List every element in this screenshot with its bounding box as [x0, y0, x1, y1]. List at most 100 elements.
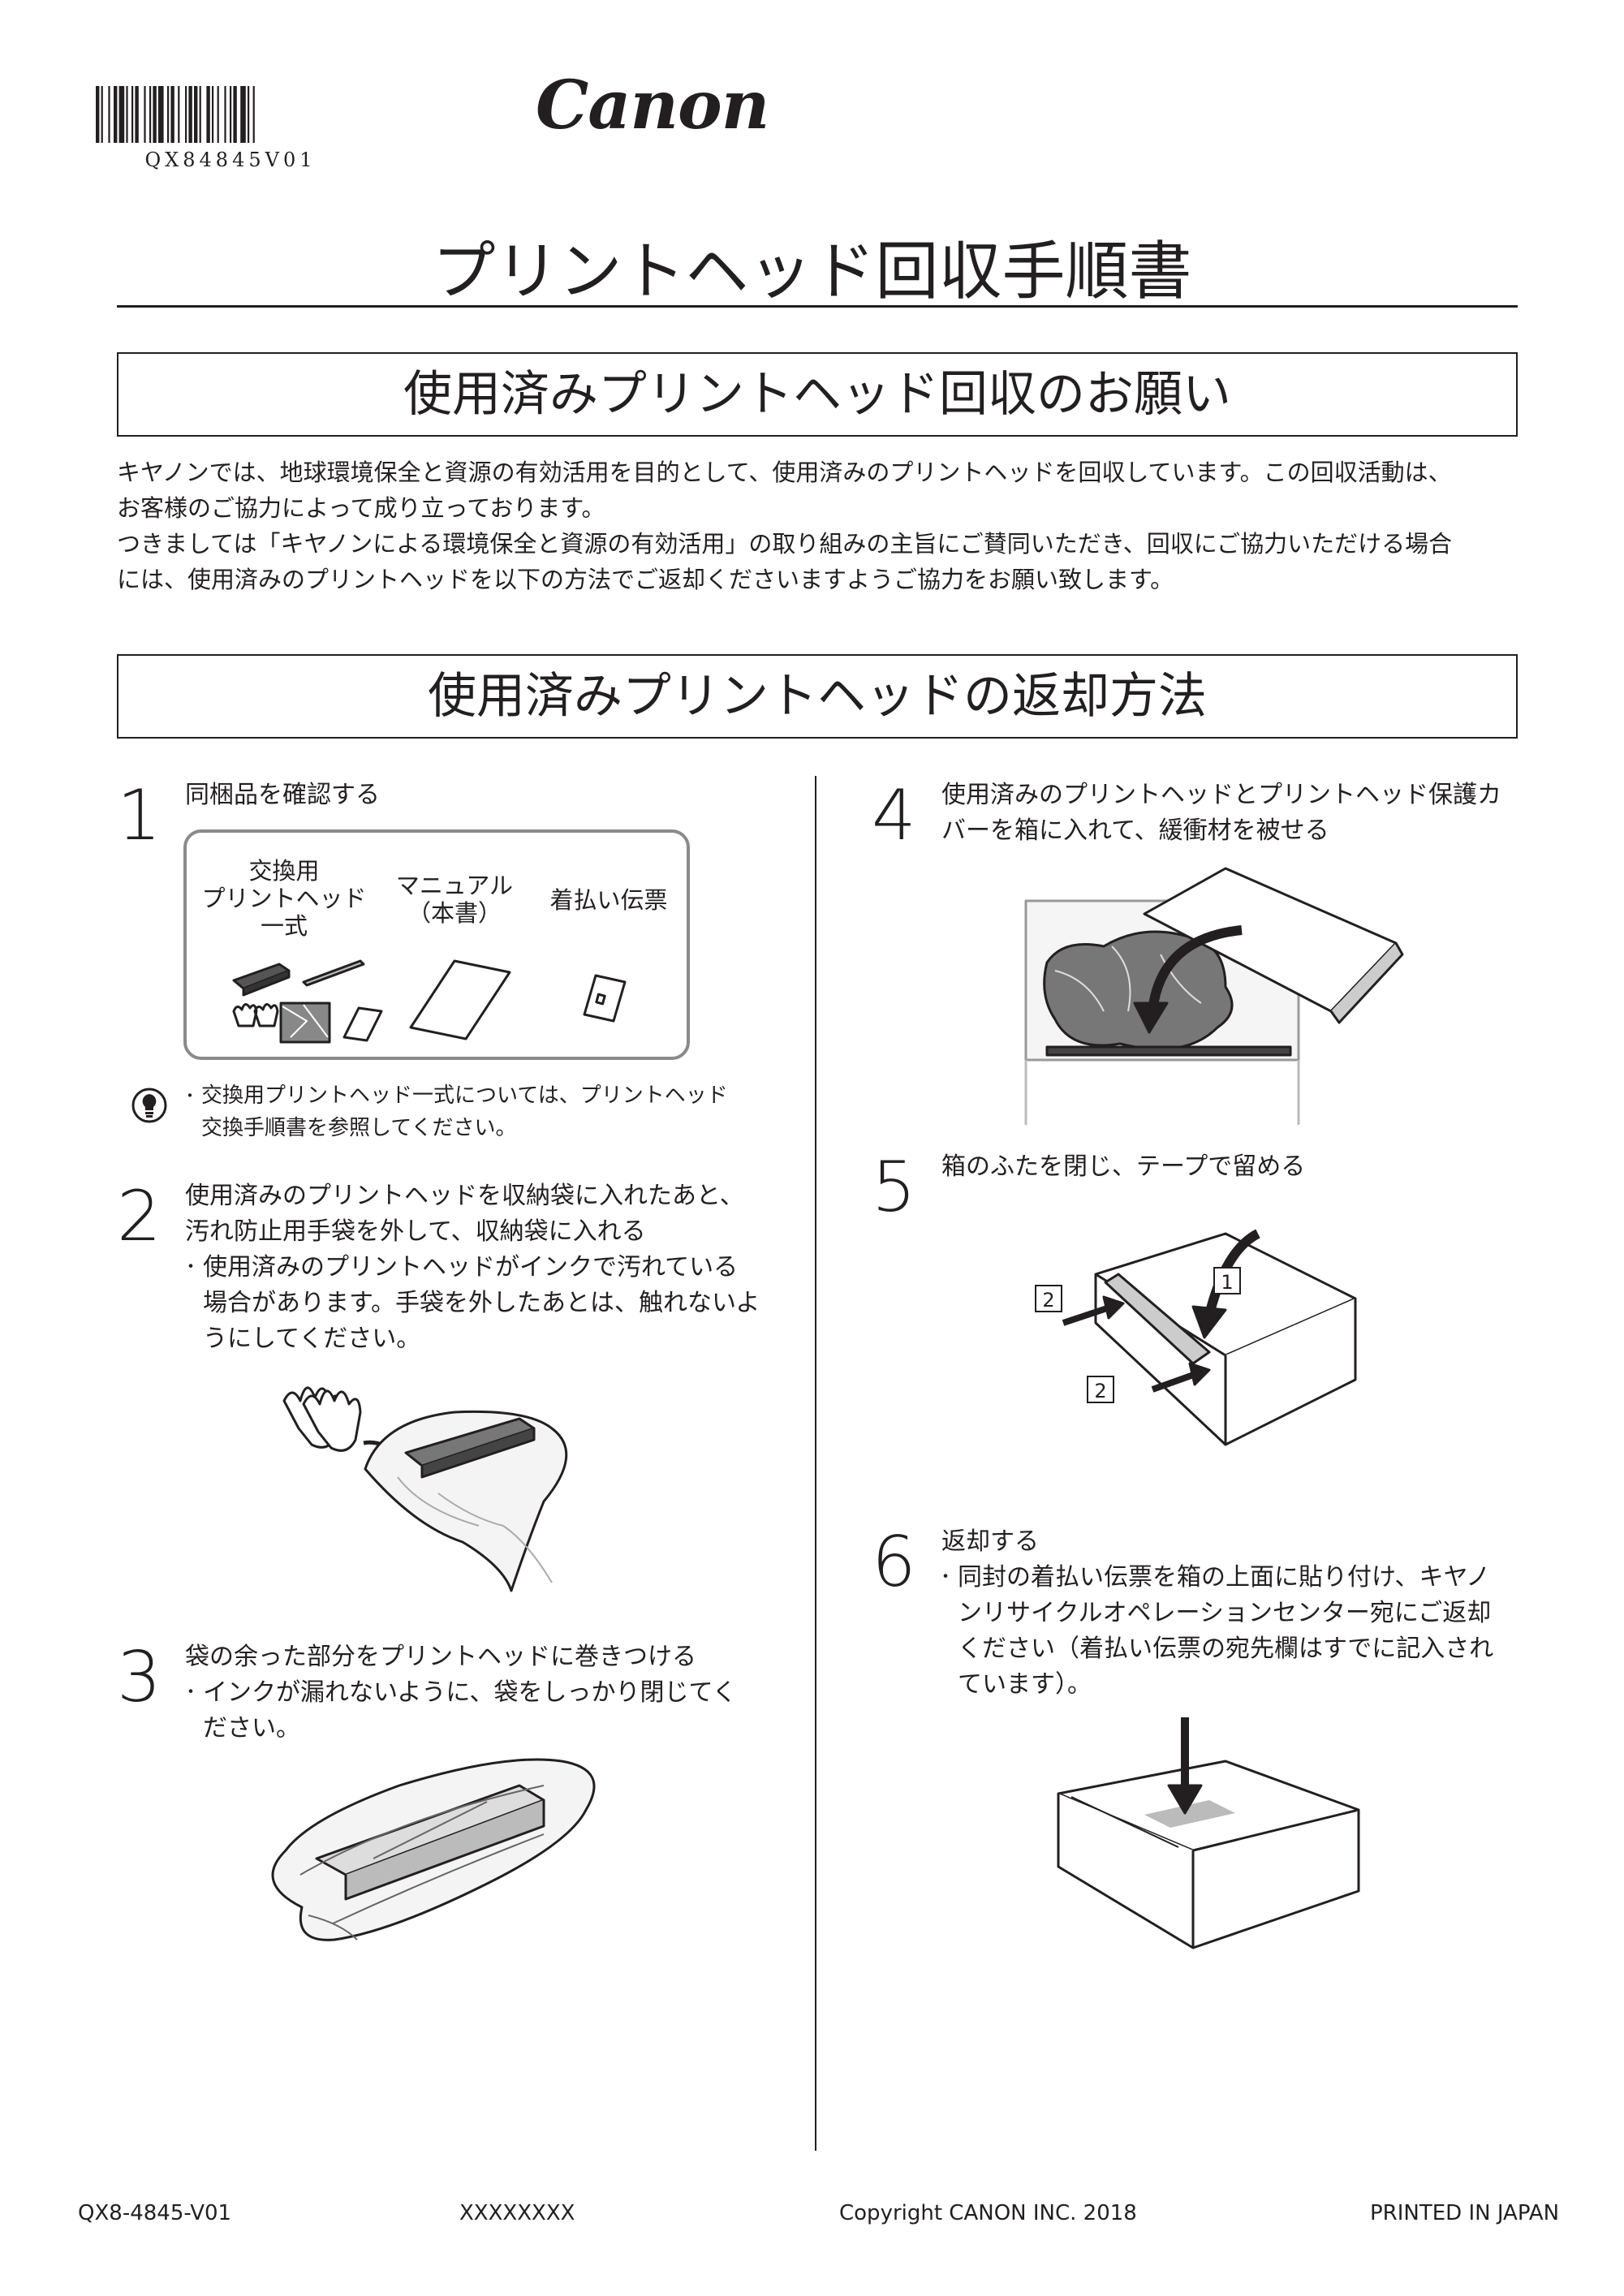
barcode-bar: [144, 86, 146, 143]
barcode-number: QX84845V01: [144, 149, 317, 171]
kit-label: 交換用 プリントヘッド 一式: [187, 857, 381, 940]
kit-label-line: 一式: [260, 912, 308, 940]
step-3-note-line: ださい。: [203, 1714, 300, 1742]
wrapped-printhead-illustration: [271, 1758, 596, 1941]
intro-line: つきましては「キヤノンによる環境保全と資源の有効活用」の取り組みの主旨にご賛同い…: [117, 530, 1453, 558]
barcode-bar: [149, 86, 152, 143]
intro-line: キヤノンでは、地球環境保全と資源の有効活用を目的として、使用済みのプリントヘッド…: [117, 459, 1452, 486]
barcode-bar: [230, 86, 232, 143]
step-6-note-line: ンリサイクルオペレーションセンター宛にご返却: [958, 1599, 1492, 1627]
step-2-text-line: 使用済みのプリントヘッドを収納袋に入れたあと、: [185, 1182, 744, 1210]
step-3-note: ・ インクが漏れないように、袋をしっかり閉じてく ださい。: [182, 1675, 737, 1747]
barcode-bar: [101, 86, 103, 143]
barcode-bar: [126, 86, 128, 143]
step-3-number: 3: [117, 1637, 162, 1718]
barcode-bar: [252, 86, 255, 143]
barcode-bar: [114, 86, 118, 143]
barcode-bar: [96, 86, 100, 143]
step-1-tip: ・ 交換用プリントヘッド一式については、プリントヘッド 交換手順書を参照してくだ…: [182, 1079, 728, 1144]
step-2-note-line: 場合があります。手袋を外したあとは、触れないよ: [203, 1289, 760, 1317]
manual-label-line: マニュアル: [395, 872, 514, 899]
step-3-text: 袋の余った部分をプリントヘッドに巻きつける: [185, 1643, 696, 1671]
step-4-text: 使用済みのプリントヘッドとプリントヘッド保護カ バーを箱に入れて、緩衝材を被せる: [941, 778, 1501, 849]
contents-box: 交換用 プリントヘッド 一式 マニュアル （本書） 着払い伝票: [183, 829, 690, 1060]
box-with-cushion-illustration: [1024, 867, 1404, 1125]
manual-label: マニュアル （本書）: [381, 872, 528, 927]
step-5-text: 箱のふたを閉じ、テープで留める: [941, 1152, 1306, 1181]
section-request-box: 使用済みプリントヘッド回収のお願い: [117, 352, 1518, 437]
manual-label-line: （本書）: [407, 899, 502, 927]
step-6-number: 6: [872, 1522, 916, 1603]
barcode-bar: [178, 86, 180, 143]
callout-2-top: [1035, 1285, 1062, 1312]
callout-2-label: 2: [1094, 1380, 1107, 1402]
closing-box-illustration: [1035, 1229, 1357, 1446]
footer-printed: PRINTED IN JAPAN: [1370, 2201, 1560, 2225]
barcode-bar: [217, 86, 219, 143]
footer-placeholder: XXXXXXXX: [459, 2201, 575, 2225]
barcode-bar: [131, 86, 134, 143]
step-5-number: 5: [872, 1147, 916, 1228]
callout-1-label: 1: [1221, 1271, 1234, 1294]
step-2-note-line: 使用済みのプリントヘッドがインクで汚れている: [203, 1253, 739, 1282]
step-2-text: 使用済みのプリントヘッドを収納袋に入れたあと、 汚れ防止用手袋を外して、収納袋に…: [185, 1178, 744, 1250]
printhead-kit-illustration: [232, 959, 383, 1044]
step-4-text-line: 使用済みのプリントヘッドとプリントヘッド保護カ: [941, 781, 1501, 809]
step-2-note: ・ 使用済みのプリントヘッドがインクで汚れている 場合があります。手袋を外したあ…: [182, 1250, 760, 1357]
intro-line: お客様のご協力によって成り立っております。: [117, 494, 605, 522]
manual-illustration: [409, 959, 511, 1040]
step-6-note-line: 同封の着払い伝票を箱の上面に貼り付け、キヤノ: [958, 1563, 1491, 1592]
tip-line: 交換用プリントヘッド一式については、プリントヘッド: [201, 1083, 728, 1108]
step-2-number: 2: [117, 1176, 162, 1257]
callout-2-bottom: [1087, 1376, 1114, 1403]
step-1-number: 1: [117, 775, 162, 856]
barcode: [96, 86, 255, 143]
barcode-bar: [170, 86, 174, 143]
barcode-bar: [188, 86, 192, 143]
barcode-bar: [118, 86, 125, 143]
step-4-number: 4: [872, 775, 916, 856]
step-2-text-line: 汚れ防止用手袋を外して、収納袋に入れる: [185, 1217, 646, 1246]
barcode-bar: [199, 86, 201, 143]
barcode-bar: [194, 86, 198, 143]
callout-1: [1213, 1267, 1241, 1294]
barcode-bar: [153, 86, 157, 143]
step-1-text: 同梱品を確認する: [185, 781, 380, 809]
column-divider: [815, 776, 816, 2151]
step-6-note-line: ています）。: [958, 1670, 1092, 1699]
section-return-heading: 使用済みプリントヘッドの返却方法: [428, 668, 1207, 725]
barcode-bar: [135, 86, 139, 143]
barcode-bar: [224, 86, 226, 143]
barcode-bar: [167, 86, 170, 143]
box-with-slip-illustration: [1057, 1717, 1360, 1949]
kit-label-line: プリントヘッド: [201, 885, 367, 912]
footer-code: QX8-4845-V01: [78, 2201, 232, 2225]
step-3-note-line: インクが漏れないように、袋をしっかり閉じてく: [203, 1678, 737, 1707]
section-request-heading: 使用済みプリントヘッド回収のお願い: [403, 366, 1231, 423]
barcode-bar: [158, 86, 164, 143]
intro-paragraph: キヤノンでは、地球環境保全と資源の有効活用を目的として、使用済みのプリントヘッド…: [117, 454, 1529, 597]
barcode-bar: [240, 86, 246, 143]
barcode-bar: [108, 86, 110, 143]
barcode-bar: [206, 86, 210, 143]
barcode-bar: [185, 86, 187, 143]
step-6-note-line: ください（着払い伝票の宛先欄はすでに記入され: [958, 1635, 1494, 1663]
bag-and-gloves-illustration: [282, 1386, 568, 1592]
intro-line: には、使用済みのプリントヘッドを以下の方法でご返却くださいますようご協力をお願い…: [117, 566, 1174, 593]
barcode-bar: [212, 86, 214, 143]
kit-label-line: 交換用: [248, 857, 320, 885]
step-2-note-line: うにしてください。: [203, 1325, 421, 1353]
step-6-note: ・ 同封の着払い伝票を箱の上面に貼り付け、キヤノ ンリサイクルオペレーションセン…: [937, 1560, 1494, 1703]
page-title: プリントヘッド回収手順書: [432, 235, 1192, 308]
canon-logo: Canon: [536, 67, 769, 144]
tip-line: 交換手順書を参照してください。: [201, 1116, 517, 1140]
slip-label: 着払い伝票: [549, 886, 668, 914]
barcode-bar: [233, 86, 237, 143]
footer-copyright: Copyright CANON INC. 2018: [839, 2201, 1137, 2225]
step-4-text-line: バーを箱に入れて、緩衝材を被せる: [941, 816, 1329, 845]
callout-2-label: 2: [1042, 1289, 1055, 1312]
lightbulb-icon: [131, 1088, 167, 1123]
title-rule: [117, 305, 1518, 308]
step-6-text: 返却する: [941, 1527, 1039, 1556]
barcode-bar: [248, 86, 250, 143]
